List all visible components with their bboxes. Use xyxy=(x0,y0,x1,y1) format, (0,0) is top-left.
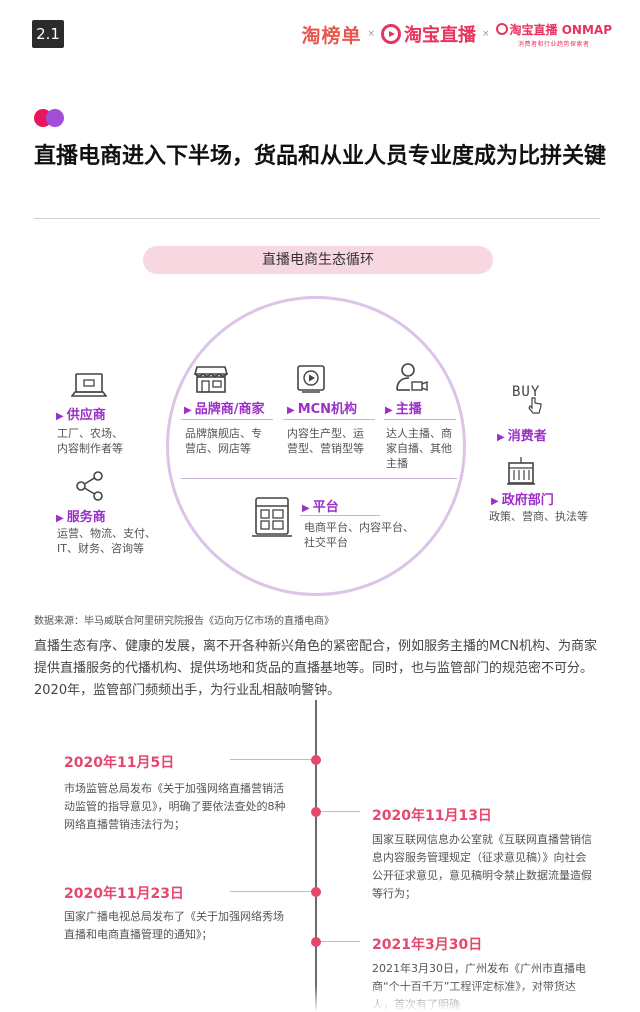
timeline-text: 市场监管总局发布《关于加强网络直播营销活动监管的指导意见》，明确了要依法查处的8… xyxy=(64,782,286,831)
purple-dot-icon xyxy=(46,109,64,127)
storefront-icon xyxy=(194,366,228,393)
platform-divider xyxy=(300,515,380,516)
timeline-dot xyxy=(311,937,321,947)
anchor-label: ▶主播 xyxy=(385,402,422,417)
platform-label: ▶平台 xyxy=(302,500,339,515)
network-share-icon xyxy=(76,471,103,501)
service-provider-label: ▶服务商 xyxy=(56,510,106,525)
laptop-icon xyxy=(71,373,107,397)
government-desc: 政策、营商、执法等 xyxy=(489,510,588,523)
video-play-icon xyxy=(297,365,325,393)
timeline-text: 国家互联网信息办公室就《互联网直播营销信息内容服务管理规定（征求意见稿）》向社会… xyxy=(372,833,592,900)
platform-desc: 电商平台、内容平台、 社交平台 xyxy=(304,521,414,549)
page-title: 直播电商进入下半场，货品和从业人员专业度成为比拼关键 xyxy=(34,144,607,169)
timeline-connector xyxy=(316,811,360,812)
timeline-date: 2020年11月23日 xyxy=(64,886,184,902)
mcn-desc: 内容生产型、运 营型、营销型等 xyxy=(287,427,364,455)
timeline-connector xyxy=(230,759,316,760)
onmap-logo-icon xyxy=(495,23,508,35)
timeline-dot xyxy=(311,755,321,765)
timeline-dot xyxy=(311,807,321,817)
timeline-connector xyxy=(316,941,360,942)
title-divider xyxy=(34,218,600,219)
timeline-date: 2020年11月13日 xyxy=(372,808,492,824)
mcn-label: ▶MCN机构 xyxy=(287,402,358,417)
brand-merchant-label: ▶品牌商/商家 xyxy=(184,402,265,417)
anchor-divider xyxy=(384,419,456,420)
timeline-connector xyxy=(230,891,316,892)
supplier-label: ▶供应商 xyxy=(56,408,106,423)
brand-onmap-logo: 淘宝直播 ONMAP 消费者和行业趋势探索者 xyxy=(495,21,612,48)
timeline-dot xyxy=(311,887,321,897)
timeline-date: 2021年3月30日 xyxy=(372,937,483,953)
brand-taobangdan-logo: 淘榜单 xyxy=(301,24,362,47)
government-label: ▶政府部门 xyxy=(491,493,554,508)
inner-row-divider xyxy=(181,478,457,479)
buy-click-icon: BUY xyxy=(512,384,542,414)
timeline-text: 国家广播电视总局发布了《关于加强网络秀场直播和电商直播管理的通知》； xyxy=(64,910,284,941)
streamer-camera-icon xyxy=(396,363,428,392)
play-logo-icon xyxy=(381,24,401,44)
timeline-axis xyxy=(315,700,317,1012)
brand-separator: × xyxy=(367,29,375,39)
body-paragraph: 直播生态有序、健康的发展，离不开各种新兴角色的紧密配合，例如服务主播的MCN机构… xyxy=(34,639,598,698)
mcn-divider xyxy=(283,419,375,420)
brand-separator: × xyxy=(482,29,490,39)
brand-divider xyxy=(181,419,273,420)
brand-onmap-text: 淘宝直播 ONMAP xyxy=(509,22,612,37)
decorative-dots xyxy=(34,109,64,127)
supplier-desc: 工厂、农场、 内容制作者等 xyxy=(57,427,123,455)
brand-onmap-tagline: 消费者和行业趋势探索者 xyxy=(518,40,590,48)
government-building-icon xyxy=(507,457,535,485)
brand-merchant-desc: 品牌旗舰店、专 营店、网店等 xyxy=(185,427,262,455)
bottom-fade xyxy=(0,985,640,1012)
timeline-date: 2020年11月5日 xyxy=(64,755,175,771)
shopping-platform-icon xyxy=(252,497,292,537)
ecosystem-circle xyxy=(166,296,466,596)
anchor-desc: 达人主播、商 家自播、其他 主播 xyxy=(386,427,452,470)
diagram-title: 直播电商生态循环 xyxy=(143,246,493,274)
section-number-badge: 2.1 xyxy=(32,20,64,48)
service-provider-desc: 运营、物流、支付、 IT、财务、咨询等 xyxy=(57,527,156,555)
brand-taobao-live-text: 淘宝直播 xyxy=(404,25,476,46)
brand-taobao-live-logo: 淘宝直播 xyxy=(381,21,476,47)
brand-logos: 淘榜单 × 淘宝直播 × 淘宝直播 ONMAP 消费者和行业趋势探索者 xyxy=(301,21,612,48)
data-source: 数据来源：毕马威联合阿里研究院报告《迈向万亿市场的直播电商》 xyxy=(34,616,334,627)
consumer-label: ▶消费者 xyxy=(497,429,547,444)
